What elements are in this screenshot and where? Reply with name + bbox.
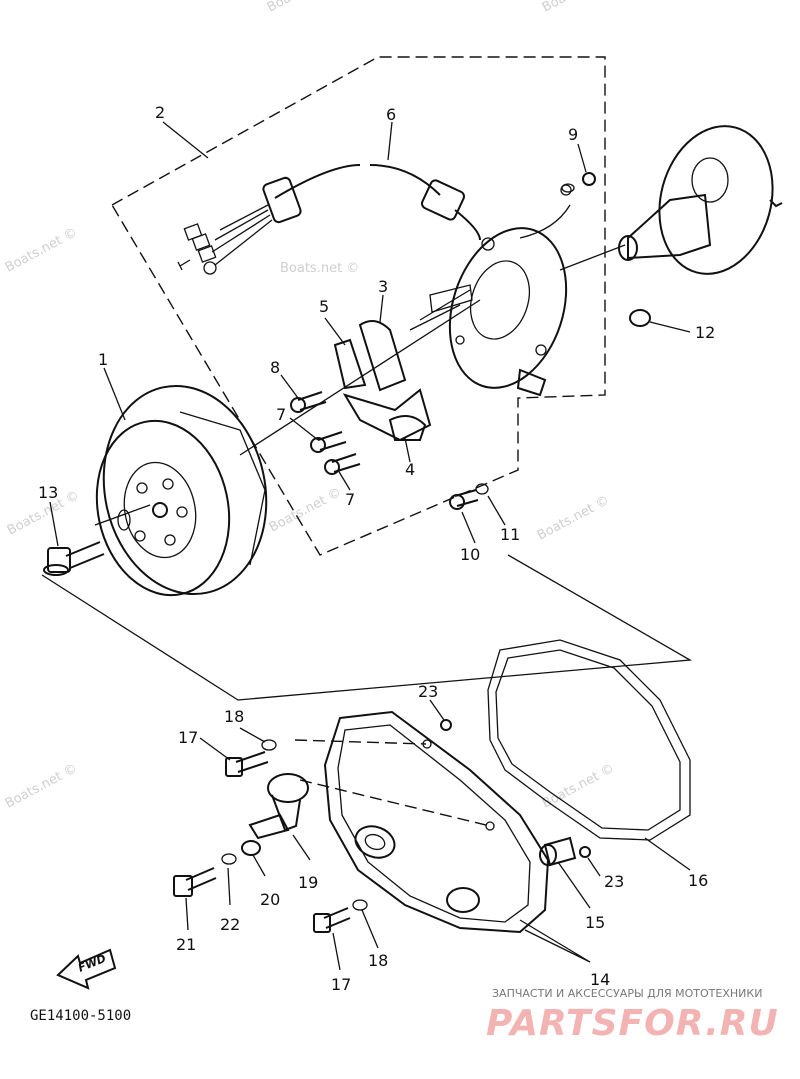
- callout-label: 22: [220, 915, 240, 934]
- brand-logo: PARTSFOR.RU: [486, 1003, 779, 1044]
- callout-label: 5: [319, 297, 329, 316]
- callout-label: 17: [331, 975, 351, 994]
- watermark-text: Boats.net ©: [535, 493, 612, 543]
- callout-label: 11: [500, 525, 520, 544]
- callout-label: 6: [386, 105, 396, 124]
- callout-label: 8: [270, 358, 280, 377]
- callout-label: 9: [568, 125, 578, 144]
- brand-tagline: ЗАПЧАСТИ И АКСЕССУАРЫ ДЛЯ МОТОТЕХНИКИ: [492, 987, 762, 1000]
- callout-label: 16: [688, 871, 708, 890]
- pickup-coils: [333, 284, 473, 442]
- wire-harness: [177, 164, 572, 275]
- cover-gasket: [495, 649, 681, 831]
- callout-label: 14: [590, 970, 610, 989]
- subassembly-frame: [111, 56, 606, 556]
- watermark-text: Boats.net ©: [280, 261, 359, 276]
- watermark-text: Boats.net ©: [3, 225, 80, 275]
- callout-label: 7: [276, 405, 286, 424]
- callout-label: 18: [224, 707, 244, 726]
- flywheel-group-frame: [41, 554, 693, 701]
- diagram-code: GE14100-5100: [30, 1008, 131, 1024]
- hose-clamp: [248, 773, 309, 840]
- callout-label: 20: [260, 890, 280, 909]
- callout-label: 19: [298, 873, 318, 892]
- watermark-text: Boats.net ©: [265, 0, 342, 16]
- fasteners: [173, 719, 591, 933]
- callout-label: 21: [176, 935, 196, 954]
- callout-label: 17: [178, 728, 198, 747]
- flywheel-bolt: [43, 541, 105, 576]
- watermark-text: Boats.net ©: [3, 761, 80, 811]
- watermarks: Boats.net © Boats.net © Boats.net © Boat…: [3, 0, 617, 812]
- cover-gasket: [487, 639, 691, 841]
- leader-lines: [49, 121, 691, 971]
- callout-label: 10: [460, 545, 480, 564]
- stator-plate: [448, 227, 568, 397]
- callout-label: 13: [38, 483, 58, 502]
- crankcase-cover: [323, 710, 550, 934]
- fwd-label: FWD: [76, 952, 108, 975]
- watermark-text: Boats.net ©: [540, 0, 617, 16]
- callout-label: 18: [368, 951, 388, 970]
- callout-label: 15: [585, 913, 605, 932]
- callout-label: 23: [418, 682, 438, 701]
- callout-labels: 1 2 3 4 5 6 7 7 8 9 10 11 12 13 14 15 16…: [38, 103, 715, 994]
- crankshaft: [618, 125, 783, 327]
- callout-label: 1: [98, 350, 108, 369]
- callout-label: 2: [155, 103, 165, 122]
- callout-label: 23: [604, 872, 624, 891]
- callout-label: 12: [695, 323, 715, 342]
- callout-label: 7: [345, 490, 355, 509]
- flywheel: [95, 384, 268, 597]
- callout-label: 4: [405, 460, 415, 479]
- forward-arrow-icon: FWD: [56, 948, 117, 990]
- screws: [290, 172, 596, 510]
- callout-label: 3: [378, 277, 388, 296]
- watermark-text: Boats.net ©: [267, 485, 344, 535]
